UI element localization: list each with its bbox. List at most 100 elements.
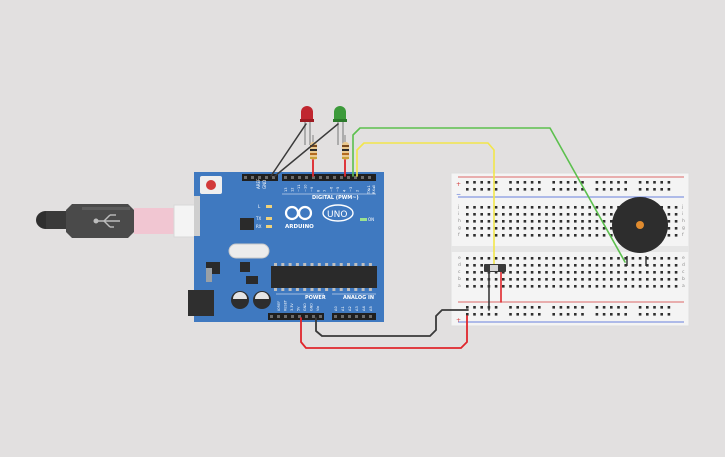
breadboard-hole[interactable] (494, 181, 498, 184)
breadboard-hole[interactable] (574, 234, 577, 237)
breadboard-hole[interactable] (610, 278, 613, 281)
breadboard-hole[interactable] (617, 257, 620, 260)
header-hole[interactable] (305, 176, 308, 179)
breadboard-hole[interactable] (538, 234, 541, 237)
breadboard-hole[interactable] (502, 278, 505, 281)
breadboard-hole[interactable] (502, 285, 505, 288)
led-green[interactable] (333, 106, 347, 145)
breadboard-hole[interactable] (602, 257, 606, 260)
breadboard-hole[interactable] (545, 257, 548, 260)
breadboard-hole[interactable] (602, 264, 606, 267)
breadboard-hole[interactable] (566, 227, 570, 230)
breadboard-hole[interactable] (523, 306, 527, 309)
breadboard-hole[interactable] (473, 234, 476, 237)
breadboard-hole[interactable] (566, 278, 570, 281)
breadboard-hole[interactable] (487, 257, 491, 260)
breadboard-hole[interactable] (674, 234, 678, 237)
breadboard-hole[interactable] (574, 306, 577, 309)
breadboard-hole[interactable] (466, 306, 469, 309)
breadboard-hole[interactable] (667, 306, 671, 309)
breadboard-hole[interactable] (617, 306, 620, 309)
breadboard-hole[interactable] (595, 271, 599, 274)
breadboard-hole[interactable] (631, 271, 635, 274)
header-hole[interactable] (334, 315, 337, 318)
usb-cable[interactable] (36, 204, 213, 238)
breadboard-hole[interactable] (466, 227, 469, 230)
breadboard-hole[interactable] (646, 306, 649, 309)
breadboard-hole[interactable] (516, 206, 519, 209)
breadboard-hole[interactable] (516, 278, 519, 281)
wire-yellow[interactable] (356, 142, 495, 265)
breadboard-hole[interactable] (509, 227, 512, 230)
header-hole[interactable] (369, 315, 372, 318)
header-hole[interactable] (284, 315, 287, 318)
breadboard-hole[interactable] (494, 188, 498, 191)
header-hole[interactable] (326, 176, 329, 179)
breadboard-hole[interactable] (516, 257, 519, 260)
breadboard-hole[interactable] (530, 306, 534, 309)
breadboard-hole[interactable] (624, 313, 627, 316)
breadboard-hole[interactable] (581, 278, 584, 281)
breadboard-hole[interactable] (473, 227, 476, 230)
breadboard-hole[interactable] (566, 313, 570, 316)
breadboard-hole[interactable] (610, 220, 613, 223)
header-hole[interactable] (355, 315, 358, 318)
breadboard-hole[interactable] (530, 234, 534, 237)
breadboard-hole[interactable] (610, 313, 613, 316)
breadboard-hole[interactable] (610, 234, 613, 237)
breadboard-hole[interactable] (581, 313, 584, 316)
breadboard-hole[interactable] (595, 227, 599, 230)
breadboard-hole[interactable] (588, 271, 591, 274)
breadboard-hole[interactable] (466, 181, 469, 184)
breadboard-hole[interactable] (602, 188, 606, 191)
breadboard-hole[interactable] (502, 257, 505, 260)
breadboard-hole[interactable] (588, 227, 591, 230)
breadboard-hole[interactable] (653, 271, 656, 274)
breadboard-hole[interactable] (509, 278, 512, 281)
breadboard-hole[interactable] (509, 257, 512, 260)
breadboard-hole[interactable] (646, 188, 649, 191)
breadboard-hole[interactable] (602, 213, 606, 216)
breadboard-hole[interactable] (646, 285, 649, 288)
header-hole[interactable] (319, 315, 322, 318)
breadboard-hole[interactable] (566, 220, 570, 223)
breadboard-hole[interactable] (602, 306, 606, 309)
breadboard-hole[interactable] (574, 188, 577, 191)
breadboard-hole[interactable] (466, 213, 469, 216)
breadboard-hole[interactable] (559, 285, 563, 288)
header-hole[interactable] (333, 176, 336, 179)
breadboard-hole[interactable] (574, 213, 577, 216)
breadboard-hole[interactable] (516, 271, 519, 274)
breadboard-hole[interactable] (552, 188, 555, 191)
breadboard-hole[interactable] (588, 234, 591, 237)
breadboard-hole[interactable] (610, 271, 613, 274)
breadboard-hole[interactable] (466, 278, 469, 281)
header-hole[interactable] (348, 315, 351, 318)
breadboard-hole[interactable] (602, 206, 606, 209)
breadboard-hole[interactable] (595, 313, 599, 316)
breadboard-hole[interactable] (674, 285, 678, 288)
breadboard-hole[interactable] (617, 313, 620, 316)
breadboard-hole[interactable] (545, 264, 548, 267)
breadboard-hole[interactable] (552, 271, 555, 274)
breadboard-hole[interactable] (480, 264, 483, 267)
breadboard-hole[interactable] (480, 213, 483, 216)
breadboard-hole[interactable] (581, 264, 584, 267)
breadboard-hole[interactable] (516, 227, 519, 230)
breadboard-hole[interactable] (667, 234, 671, 237)
breadboard-hole[interactable] (660, 264, 663, 267)
breadboard-hole[interactable] (552, 227, 555, 230)
breadboard-hole[interactable] (480, 188, 483, 191)
breadboard-hole[interactable] (545, 271, 548, 274)
header-hole[interactable] (272, 176, 275, 179)
breadboard-hole[interactable] (480, 181, 483, 184)
breadboard-hole[interactable] (480, 313, 483, 316)
breadboard-hole[interactable] (559, 271, 563, 274)
breadboard-hole[interactable] (631, 285, 635, 288)
breadboard-hole[interactable] (523, 257, 527, 260)
breadboard-hole[interactable] (559, 227, 563, 230)
header-hole[interactable] (258, 176, 261, 179)
breadboard-hole[interactable] (595, 264, 599, 267)
breadboard-hole[interactable] (473, 206, 476, 209)
breadboard-hole[interactable] (617, 271, 620, 274)
